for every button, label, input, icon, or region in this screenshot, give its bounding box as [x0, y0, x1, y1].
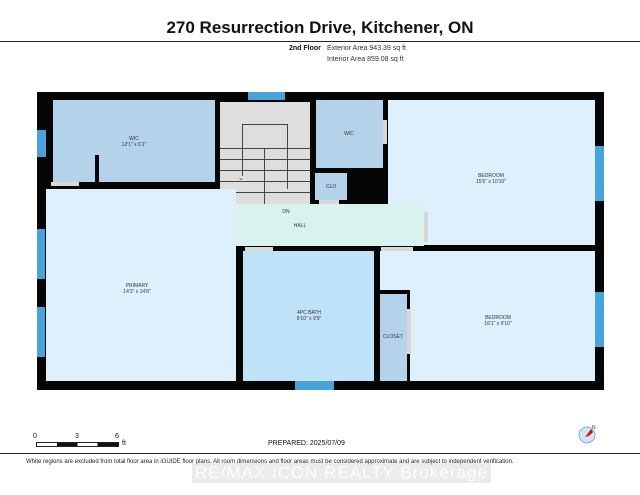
- room-name: HALL: [293, 223, 307, 229]
- room-dims: 14'3" x 14'8": [123, 289, 151, 295]
- stairs: ⌄: [220, 102, 310, 204]
- room-dims: 15'6" x 10'10": [475, 179, 507, 185]
- stair-tread: [220, 159, 310, 160]
- stair-rail: [264, 148, 265, 204]
- room-label: WIC 12'1" x 6'1": [122, 136, 147, 148]
- window-stairs: [248, 92, 285, 100]
- door-bedroom-2[interactable]: [381, 247, 413, 251]
- interior-area: Interior Area 859.08 sq ft: [327, 56, 404, 63]
- prepared-date: PREPARED: 2025/07/09: [268, 440, 345, 447]
- door-bedroom-1[interactable]: [424, 212, 428, 242]
- room-name: CLOSET: [382, 334, 404, 340]
- door-clo[interactable]: [319, 200, 339, 204]
- hall-extension: [388, 204, 424, 246]
- room-name: BEDROOM: [485, 315, 511, 321]
- door-bath[interactable]: [245, 247, 273, 251]
- compass-icon: N: [577, 423, 599, 445]
- room-bedroom-2: BEDROOM 16'1" x 9'10": [380, 251, 595, 381]
- room-name: PRIMARY: [125, 283, 149, 289]
- room-name: 4PC BATH: [296, 310, 322, 316]
- room-wic-left: WIC 12'1" x 6'1": [53, 100, 215, 182]
- window-primary-2: [37, 307, 45, 357]
- room-label: BEDROOM 16'1" x 9'10": [484, 315, 511, 327]
- scale-tick-0: 0: [33, 433, 37, 440]
- door-wic-right[interactable]: [383, 120, 387, 144]
- room-clo: CLO: [315, 173, 347, 200]
- stair-tread: [220, 181, 310, 182]
- window-bath: [295, 381, 334, 390]
- scale-tick-6: 6: [115, 433, 119, 440]
- room-wic-right: WIC: [316, 100, 383, 168]
- stair-tread: [220, 192, 310, 193]
- room-label: PRIMARY 14'3" x 14'8": [123, 283, 150, 295]
- window-primary-1: [37, 229, 45, 279]
- svg-text:N: N: [592, 425, 596, 431]
- room-name: WIC: [344, 131, 354, 137]
- wall-stub: [95, 155, 99, 182]
- stair-rail: [287, 124, 288, 189]
- floor-label: 2nd Floor: [289, 45, 321, 52]
- room-dims: 12'1" x 6'1": [121, 142, 147, 148]
- stair-down-arrow-icon: ⌄: [238, 175, 244, 182]
- room-name: CLO: [325, 184, 337, 190]
- room-label: BEDROOM 15'6" x 10'10": [476, 173, 506, 185]
- room-name: WIC: [129, 136, 139, 142]
- page-title: 270 Resurrection Drive, Kitchener, ON: [166, 18, 474, 37]
- room-primary: PRIMARY 14'3" x 14'8": [46, 189, 236, 381]
- door-closet[interactable]: [407, 309, 411, 354]
- window-bedroom-2: [595, 292, 604, 347]
- header-divider: [0, 41, 640, 42]
- stair-tread: [220, 170, 310, 171]
- room-name: BEDROOM: [478, 173, 504, 179]
- exterior-area: Exterior Area 943.39 sq ft: [327, 45, 406, 52]
- scale-bar: [36, 442, 119, 447]
- scale-unit: ft: [122, 440, 126, 447]
- door-wic-left[interactable]: [51, 182, 79, 186]
- stair-dn-label: DN: [282, 209, 290, 215]
- floor-plan: WIC 12'1" x 6'1" ⌄ WIC CLO BEDROOM 15'6"…: [37, 92, 604, 390]
- disclaimer: White regions are excluded from total fl…: [26, 459, 514, 465]
- stair-rail: [242, 124, 287, 125]
- window-wic-left: [37, 130, 46, 157]
- footer-divider: [0, 453, 640, 454]
- window-bedroom-1: [595, 146, 604, 201]
- scale-tick-3: 3: [75, 433, 79, 440]
- watermark: RE/MAX ICON REALTY Brokerage: [192, 463, 491, 483]
- room-closet: CLOSET: [380, 294, 407, 381]
- room-dims: 16'1" x 9'10": [484, 321, 512, 327]
- room-bath: 4PC BATH 9'10" x 9'9": [243, 251, 374, 381]
- stair-tread: [220, 148, 310, 149]
- room-label: 4PC BATH 9'10" x 9'9": [297, 310, 322, 322]
- room-dims: 9'10" x 9'9": [296, 316, 322, 322]
- stair-rail: [242, 124, 243, 176]
